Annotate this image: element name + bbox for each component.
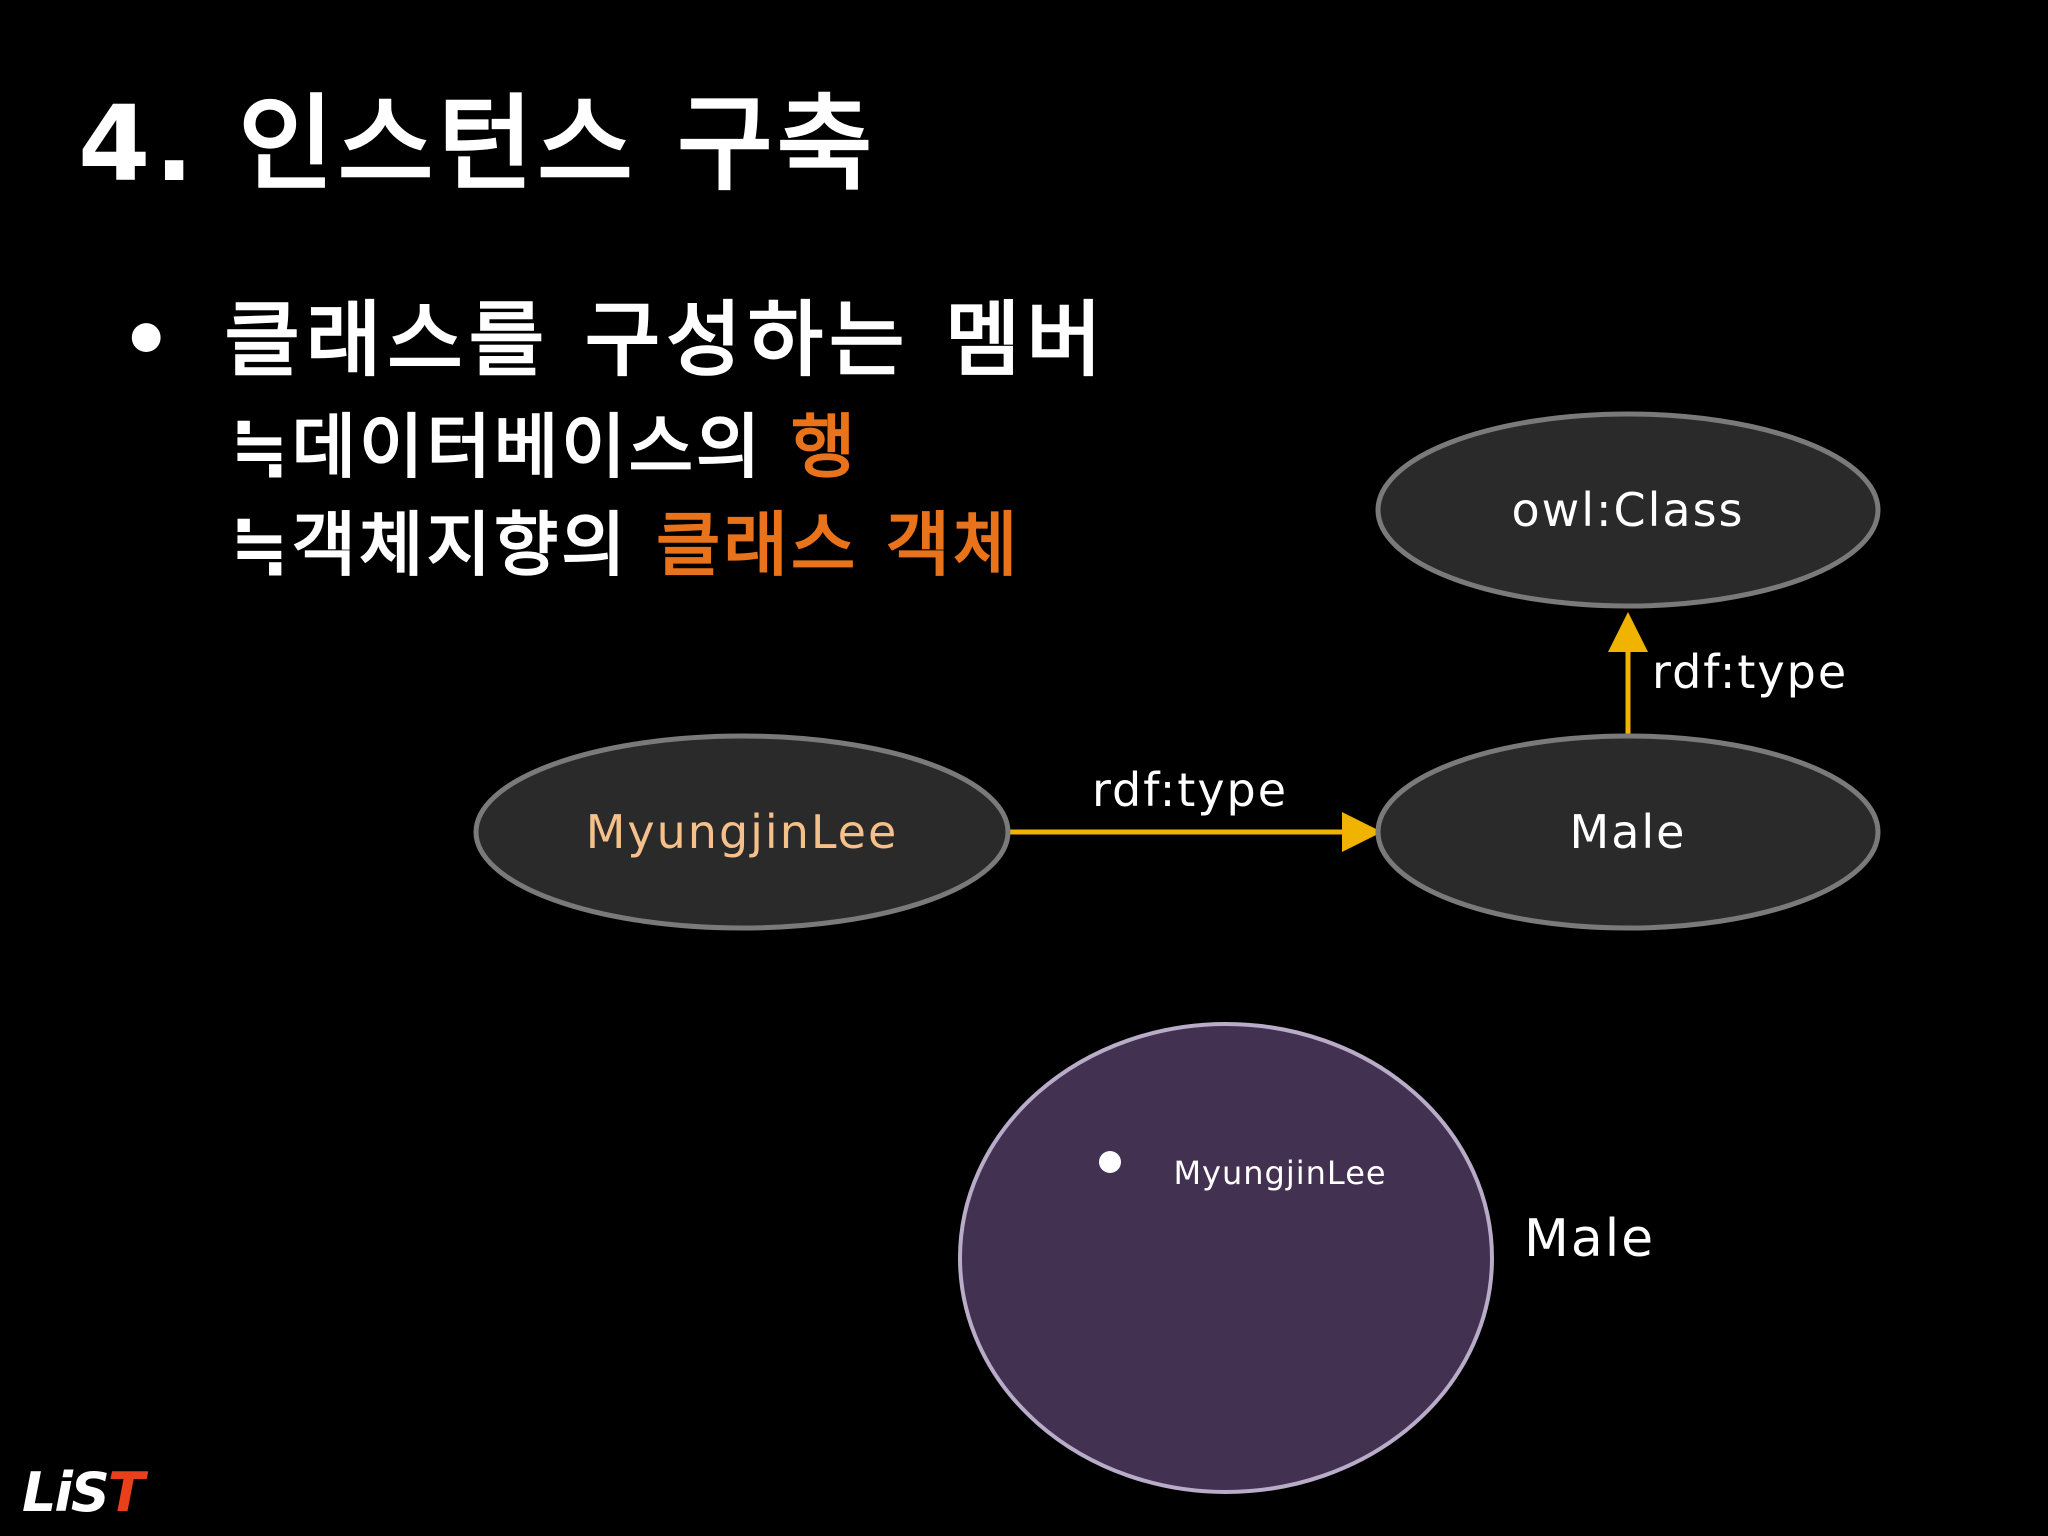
- sub-item-highlight: 클래스 객체: [656, 504, 1021, 586]
- edge-label-male-to-owl-class: rdf:type: [1652, 645, 1848, 699]
- bullet-item: •클래스를 구성하는 멤버: [120, 300, 1108, 382]
- bullet-text: 클래스를 구성하는 멤버: [224, 293, 1108, 388]
- list-logo: LiST: [22, 1466, 145, 1520]
- node-owl-class-label: owl:Class: [1511, 483, 1744, 537]
- edge-label-instance-to-male: rdf:type: [1092, 763, 1288, 817]
- bullet-marker: •: [120, 293, 179, 388]
- venn-set-male: [958, 1022, 1494, 1494]
- slide-title: 4. 인스턴스 구축: [78, 83, 877, 205]
- node-male: [1375, 733, 1881, 931]
- venn-member-label: MyungjinLee: [1173, 1154, 1386, 1192]
- venn-set-label: Male: [1524, 1209, 1655, 1269]
- sub-item-database-row: ≒데이터베이스의 행: [230, 412, 858, 482]
- logo-part-lis: LiS: [22, 1461, 110, 1524]
- sub-item-highlight: 행: [790, 406, 859, 488]
- node-instance-label: MyungjinLee: [586, 805, 899, 859]
- node-instance: [473, 733, 1011, 931]
- node-owl-class: [1375, 411, 1881, 609]
- sub-item-text: ≒객체지향의: [230, 504, 657, 586]
- logo-part-t: T: [107, 1461, 145, 1524]
- sub-item-oop-object: ≒객체지향의 클래스 객체: [230, 510, 1020, 580]
- node-male-label: Male: [1570, 805, 1687, 859]
- sub-item-text: ≒데이터베이스의: [230, 406, 791, 488]
- venn-member-point: [1099, 1151, 1121, 1173]
